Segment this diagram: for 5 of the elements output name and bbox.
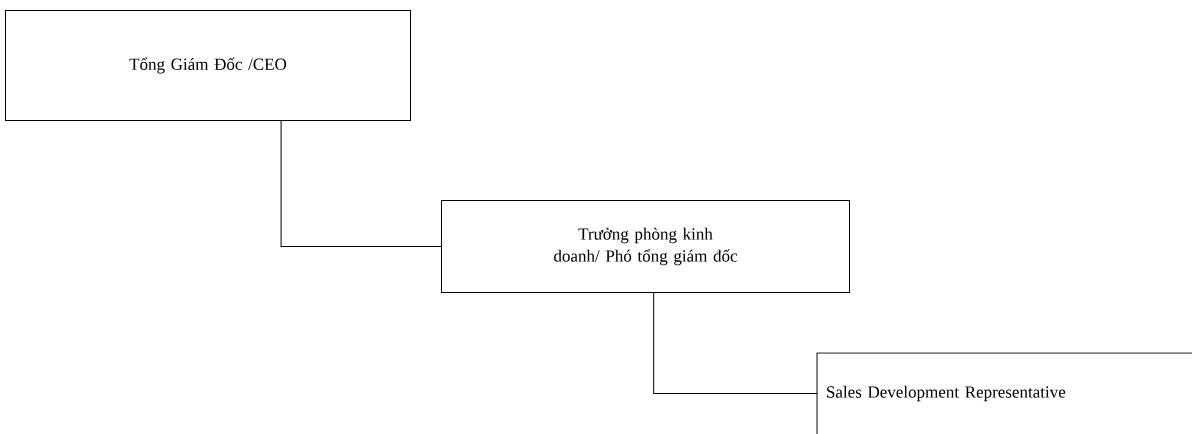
org-box: Sales Development Representative — [816, 352, 1192, 434]
org-box: Trưởng phòng kinh doanh/ Phó tổng giám đốc — [441, 200, 850, 293]
connector-line — [280, 120, 442, 247]
org-box: Tổng Giám Đốc /CEO — [5, 10, 411, 121]
connector-line — [653, 292, 818, 394]
